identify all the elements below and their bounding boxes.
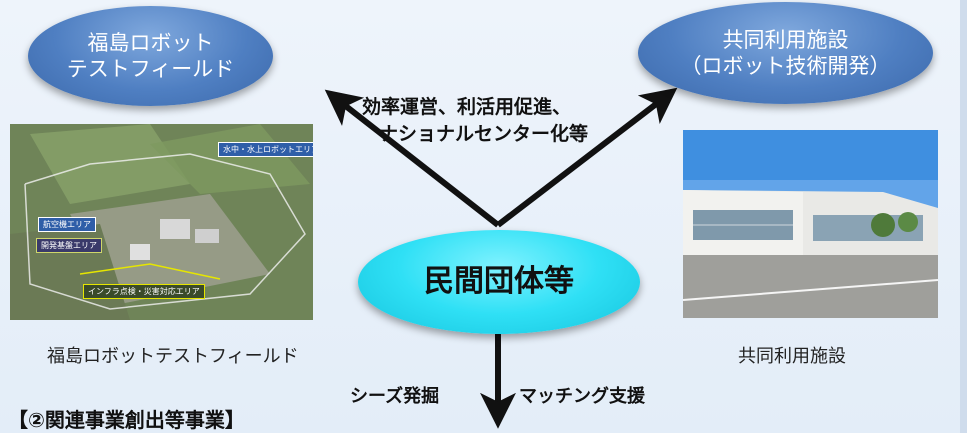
test-field-node: 福島ロボット テストフィールド — [28, 6, 273, 106]
test-field-caption: 福島ロボットテストフィールド — [47, 346, 299, 367]
map-tag-infra: インフラ点検・災害対応エリア — [83, 284, 205, 299]
facility-building-photo — [683, 130, 938, 318]
map-tag-airspace: 航空機エリア — [38, 217, 96, 232]
upper-arrow-label-line2: ナショナルセンター化等 — [379, 123, 589, 145]
test-field-node-line2: テストフィールド — [66, 57, 235, 81]
arrow-to-test-field — [324, 89, 500, 228]
private-organizations-label: 民間団体等 — [424, 264, 574, 300]
arrow-to-facility — [496, 87, 678, 228]
section-title: 【②関連事業創出等事業】 — [8, 408, 245, 432]
matching-support-label: マッチング支援 — [519, 386, 645, 407]
facility-node-line1: 共同利用施設 — [722, 27, 849, 52]
upper-arrow-label-line1: 効率運営、利活用促進、 — [362, 96, 572, 118]
facility-node-line2: （ロボット技術開発） — [680, 54, 891, 78]
map-tag-dev-base: 開発基盤エリア — [36, 238, 102, 253]
test-field-aerial-photo: 水中・水上ロボットエリア 航空機エリア 開発基盤エリア インフラ点検・災害対応エ… — [10, 124, 313, 320]
private-organizations-node: 民間団体等 — [358, 230, 640, 334]
building-illustration — [683, 130, 938, 318]
facility-node: 共同利用施設 （ロボット技術開発） — [638, 2, 933, 104]
facility-caption: 共同利用施設 — [738, 346, 846, 367]
seeds-discovery-label: シーズ発掘 — [350, 386, 440, 407]
map-tag-water: 水中・水上ロボットエリア — [218, 142, 313, 157]
test-field-node-line1: 福島ロボット — [87, 30, 214, 55]
